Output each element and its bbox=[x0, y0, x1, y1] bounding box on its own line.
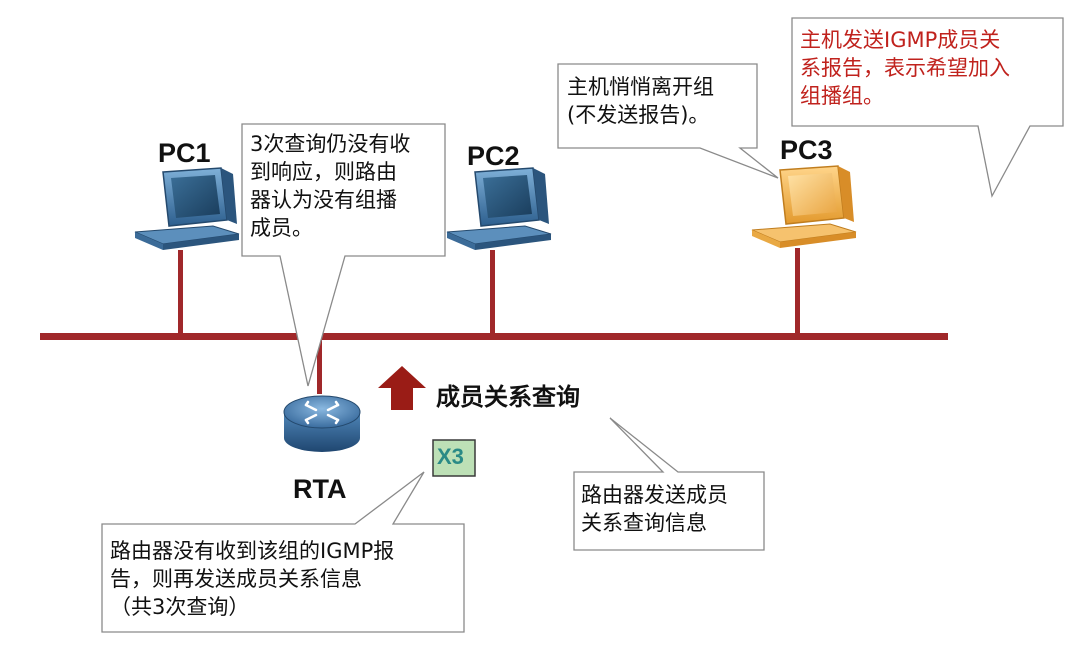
callout-router-sends-query-shape bbox=[573, 417, 765, 551]
callout-router-sends-query: 路由器发送成员 关系查询信息 bbox=[581, 483, 728, 535]
callout-router-resend: 路由器没有收到该组的IGMP报 告，则再发送成员关系信息 （共3次查询） bbox=[110, 539, 395, 619]
pc2-label: PC2 bbox=[467, 141, 520, 171]
repeat-badge-text: X3 bbox=[437, 444, 464, 469]
router-label: RTA bbox=[293, 474, 347, 504]
router-icon bbox=[283, 395, 361, 452]
callout-pc2-leave: 主机悄悄离开组 (不发送报告)。 bbox=[567, 75, 714, 127]
up-arrow-icon bbox=[378, 366, 426, 410]
pc1-icon bbox=[134, 167, 240, 250]
network-bus bbox=[40, 248, 948, 394]
pc3-label: PC3 bbox=[780, 135, 833, 165]
callout-router-no-member-shape bbox=[241, 123, 446, 387]
query-label: 成员关系查询 bbox=[436, 383, 580, 411]
callout-router-resend-shape bbox=[101, 471, 465, 633]
repeat-badge bbox=[432, 439, 476, 477]
callout-pc3-report-shape bbox=[791, 17, 1064, 198]
callout-pc2-leave-shape bbox=[557, 63, 779, 179]
pc3-icon bbox=[751, 165, 857, 248]
pc2-icon bbox=[446, 167, 552, 250]
pc1-label: PC1 bbox=[158, 138, 211, 168]
callout-pc3-report: 主机发送IGMP成员关 系报告，表示希望加入 组播组。 bbox=[800, 28, 1010, 108]
callout-router-no-member: 3次查询仍没有收 到响应，则路由 器认为没有组播 成员。 bbox=[250, 132, 411, 240]
